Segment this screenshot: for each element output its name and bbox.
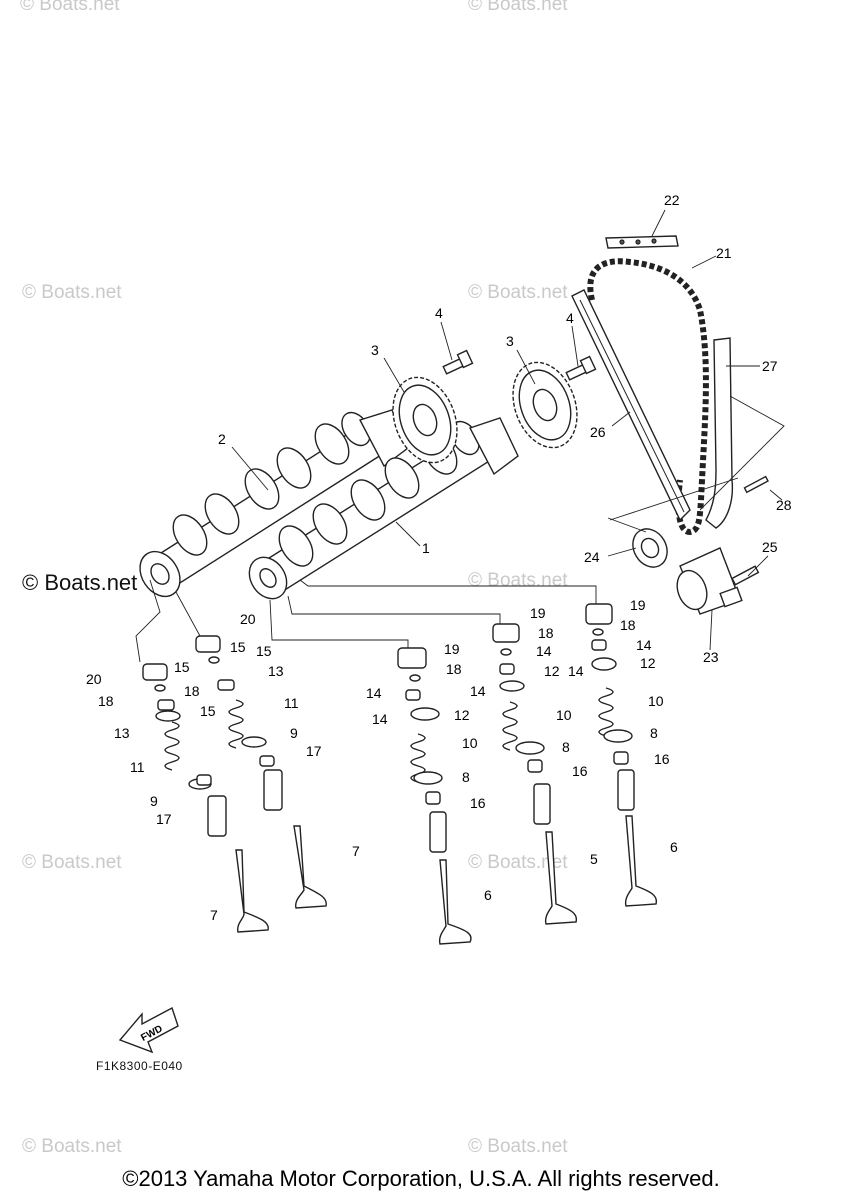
callout-13: 13 (268, 663, 284, 679)
watermark: © Boats.net (22, 282, 122, 303)
pin-28 (743, 475, 769, 494)
sprocket-bolt-right (565, 355, 597, 381)
chain-guide-22 (605, 235, 679, 249)
callout-19: 19 (530, 605, 546, 621)
valve-train-center-b (492, 623, 578, 925)
callout-18: 18 (446, 661, 462, 677)
callout-17: 17 (306, 743, 322, 759)
callout-18: 18 (538, 625, 554, 641)
callout-16: 16 (572, 763, 588, 779)
callout-15: 15 (200, 703, 216, 719)
callout-23: 23 (703, 649, 719, 665)
callout-8: 8 (650, 725, 658, 741)
cam-sprocket-right (512, 361, 578, 449)
callout-11: 11 (130, 759, 145, 775)
callout-21: 21 (716, 245, 732, 261)
fwd-arrow-icon: FWD (118, 1006, 179, 1054)
leader-lines (231, 209, 783, 651)
callout-25: 25 (762, 539, 778, 555)
callout-18: 18 (98, 693, 114, 709)
callout-9: 9 (150, 793, 158, 809)
watermark: © Boats.net (468, 282, 568, 303)
callout-4b: 4 (566, 310, 574, 326)
callout-18: 18 (184, 683, 200, 699)
callout-14: 14 (366, 685, 382, 701)
callout-3: 3 (371, 342, 379, 358)
watermark: © Boats.net (468, 852, 568, 873)
callout-14: 14 (636, 637, 652, 653)
callout-8: 8 (462, 769, 470, 785)
callout-12: 12 (454, 707, 470, 723)
callout-5: 5 (590, 851, 598, 867)
camshaft-1 (248, 417, 519, 600)
callout-15: 15 (256, 643, 272, 659)
watermark-prominent: © Boats.net (22, 570, 138, 595)
callout-13: 13 (114, 725, 130, 741)
callout-28: 28 (776, 497, 792, 513)
callout-14: 14 (372, 711, 388, 727)
valve-train-left-b (195, 635, 327, 909)
callout-7: 7 (352, 843, 360, 859)
callout-2: 2 (218, 431, 226, 447)
callout-15: 15 (174, 659, 190, 675)
callout-3b: 3 (506, 333, 514, 349)
callout-9: 9 (290, 725, 298, 741)
callout-17: 17 (156, 811, 172, 827)
watermark: © Boats.net (22, 852, 122, 873)
callout-12: 12 (544, 663, 560, 679)
callout-22: 22 (664, 192, 680, 208)
callout-10: 10 (556, 707, 572, 723)
callout-18: 18 (620, 617, 636, 633)
tensioner-guide-27 (705, 337, 734, 529)
callout-16: 16 (654, 751, 670, 767)
callout-15: 15 (230, 639, 246, 655)
callout-24: 24 (584, 549, 600, 565)
chain-tensioner-23 (676, 547, 743, 615)
callout-11: 11 (284, 695, 299, 711)
callout-1: 1 (422, 540, 430, 556)
callout-8: 8 (562, 739, 570, 755)
callout-14: 14 (568, 663, 584, 679)
valve-train-left-a (142, 663, 269, 933)
copyright-notice: ©2013 Yamaha Motor Corporation, U.S.A. A… (122, 1166, 720, 1191)
callout-19: 19 (444, 641, 460, 657)
reference-code: F1K8300-E040 (96, 1059, 183, 1073)
valve-train-right (585, 603, 658, 907)
callout-7: 7 (210, 907, 218, 923)
callout-16: 16 (470, 795, 486, 811)
callout-14: 14 (470, 683, 486, 699)
callout-19: 19 (630, 597, 646, 613)
watermark: © Boats.net (468, 1136, 568, 1157)
tensioner-bolt-25 (731, 565, 760, 586)
camshaft-2 (139, 409, 409, 598)
watermark: © Boats.net (22, 1136, 122, 1157)
callout-20: 20 (240, 611, 256, 627)
callout-10: 10 (648, 693, 664, 709)
watermark: © Boats.net (20, 0, 120, 15)
timing-chain-21 (587, 258, 709, 536)
chain-guide-26 (571, 289, 691, 522)
callout-26: 26 (590, 424, 606, 440)
callout-6: 6 (484, 887, 492, 903)
watermark: © Boats.net (468, 0, 568, 15)
callout-14: 14 (536, 643, 552, 659)
callout-labels: 1 2 3 4 3 4 22 21 27 26 28 25 24 23 19 1… (86, 192, 792, 923)
callout-10: 10 (462, 735, 478, 751)
gasket-24 (632, 528, 668, 568)
callout-12: 12 (640, 655, 656, 671)
callout-4: 4 (435, 305, 443, 321)
callout-6: 6 (670, 839, 678, 855)
group-brackets (135, 395, 785, 663)
callout-20: 20 (86, 671, 102, 687)
cam-sprocket-left (392, 376, 458, 464)
sprocket-bolt-left (442, 349, 474, 375)
callout-27: 27 (762, 358, 778, 374)
valve-train-center-a (397, 647, 472, 945)
